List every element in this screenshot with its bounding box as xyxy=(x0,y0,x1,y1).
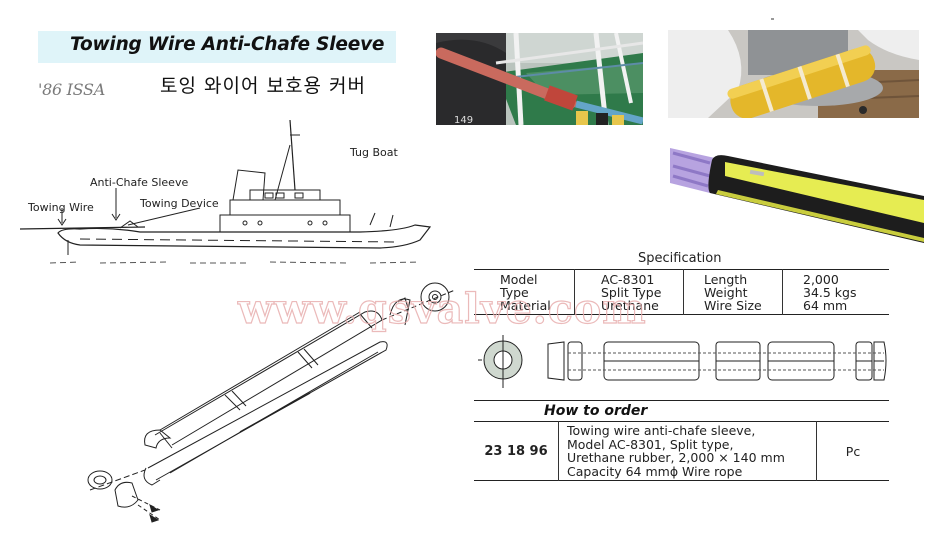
spec-labels-col2: Length Weight Wire Size xyxy=(683,269,783,315)
spec-value-length: 2,000 xyxy=(803,272,839,287)
sleeve-on-deck-photo: 149 xyxy=(436,33,643,125)
spec-value-type: Split Type xyxy=(601,285,662,300)
towing-wire-label: Towing Wire xyxy=(28,201,94,214)
tug-boat-diagram: Tug Boat Anti-Chafe Sleeve Towing Wire T… xyxy=(19,115,440,275)
yellow-black-sleeve-photo xyxy=(670,148,924,245)
spec-value-wire-size: 64 mm xyxy=(803,298,848,313)
korean-subtitle: 토잉 와이어 보호용 커버 xyxy=(160,75,366,97)
spec-label-material: Material xyxy=(500,298,551,313)
spec-values-col1: AC-8301 Split Type Urethane xyxy=(574,269,684,315)
hull-number: 149 xyxy=(454,115,473,125)
stray-dot xyxy=(771,18,774,20)
spec-values-col2: 2,000 34.5 kgs 64 mm xyxy=(782,269,889,315)
spec-label-type: Type xyxy=(500,285,529,300)
spec-label-wire-size: Wire Size xyxy=(704,298,762,313)
spec-label-length: Length xyxy=(704,272,748,287)
spec-value-weight: 34.5 kgs xyxy=(803,285,857,300)
order-description: Towing wire anti-chafe sleeve, Model AC-… xyxy=(558,421,817,481)
issa-code: '86 ISSA xyxy=(38,80,105,99)
anti-chafe-sleeve-label: Anti-Chafe Sleeve xyxy=(90,176,189,189)
order-description-line: Urethane rubber, 2,000 × 140 mm xyxy=(567,450,785,465)
order-row: 23 18 96 Towing wire anti-chafe sleeve, … xyxy=(474,421,889,481)
page-title: Towing Wire Anti-Chafe Sleeve xyxy=(70,34,385,55)
yellow-sleeve-on-rope-photo xyxy=(668,30,919,118)
spec-labels-col1: Model Type Material xyxy=(474,270,575,315)
order-description-line: Model AC-8301, Split type, xyxy=(567,436,734,452)
spec-label-weight: Weight xyxy=(704,285,748,300)
spec-value-material: Urethane xyxy=(601,298,659,313)
spec-value-model: AC-8301 xyxy=(601,272,655,287)
order-description-line: Towing wire anti-chafe sleeve, xyxy=(567,423,756,438)
order-description-line: Capacity 64 mmϕ Wire rope xyxy=(567,463,743,479)
order-unit: Pc xyxy=(816,421,889,481)
specification-table: Model Type Material AC-8301 Split Type U… xyxy=(474,269,889,315)
towing-device-label: Towing Device xyxy=(140,197,219,210)
order-code: 23 18 96 xyxy=(484,443,548,459)
how-to-order-section: How to order 23 18 96 Towing wire anti-c… xyxy=(474,400,889,481)
order-table: 23 18 96 Towing wire anti-chafe sleeve, … xyxy=(474,421,889,481)
spec-label-model: Model xyxy=(500,272,538,287)
specification-title: Specification xyxy=(638,251,722,266)
sleeve-dimension-drawing xyxy=(474,330,889,390)
tug-boat-label: Tug Boat xyxy=(350,146,398,159)
title-banner: Towing Wire Anti-Chafe Sleeve xyxy=(38,31,396,63)
sleeve-exploded-drawing xyxy=(60,280,460,530)
how-to-order-title: How to order xyxy=(474,400,889,421)
